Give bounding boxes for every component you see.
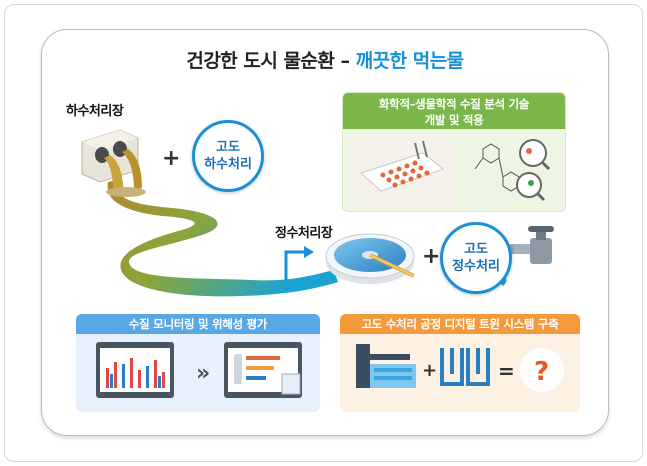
- title-part1: 건강한 도시 물순환 –: [186, 50, 356, 72]
- clarifier-tank-icon: [325, 233, 415, 284]
- title-part2: 깨끗한 먹는물: [355, 50, 465, 72]
- circle-line1: 고도: [216, 140, 240, 155]
- report-monitor-icon: [224, 342, 302, 398]
- magnifier-icon: [516, 139, 551, 202]
- plus-sign: +: [422, 360, 437, 381]
- panel-header-line2: 개발 및 적용: [424, 113, 484, 127]
- monitoring-illustration: »: [96, 342, 302, 398]
- chem-bio-analysis-panel: 화학적–생물학적 수질 분석 기술 개발 및 적용: [342, 92, 566, 212]
- flow-arrow: [284, 250, 304, 280]
- illustration: [81, 129, 554, 297]
- monitoring-panel: 수질 모니터링 및 위해성 평가 »: [76, 314, 320, 412]
- question-circle: [520, 348, 564, 392]
- panel-header: 수질 모니터링 및 위해성 평가: [76, 314, 320, 334]
- panel-header: 화학적–생물학적 수질 분석 기술 개발 및 적용: [343, 93, 565, 129]
- circle-line2: 정수처리: [452, 259, 500, 274]
- sewage-plant-label: 하수처리장: [66, 104, 124, 119]
- diagram-card: 건강한 도시 물순환 – 깨끗한 먹는물: [41, 29, 609, 436]
- plus-sign: +: [162, 146, 181, 171]
- chevrons-icon: »: [196, 361, 210, 386]
- digital-twin-illustration: + = ?: [356, 344, 564, 392]
- circle-line1: 고도: [464, 242, 488, 257]
- panel-header: 고도 수처리 공정 디지털 트윈 시스템 구축: [340, 314, 580, 334]
- advanced-sewage-circle: 고도 하수처리: [192, 120, 264, 192]
- sewage-outlet-icon: [81, 129, 146, 197]
- water-plant-label: 정수처리장: [275, 226, 333, 241]
- panel-header-line1: 화학적–생물학적 수질 분석 기술: [378, 97, 530, 111]
- treatment-process-icon: [356, 344, 416, 388]
- page-title: 건강한 도시 물순환 – 깨끗한 먹는물: [42, 46, 608, 73]
- filter-tank-icon: [440, 348, 490, 386]
- river: [107, 180, 338, 297]
- bar-chart-monitor-icon: [96, 342, 174, 398]
- equals-sign: =: [498, 359, 515, 383]
- plus-sign: +: [422, 244, 441, 269]
- question-mark: ?: [534, 357, 549, 387]
- circle-line2: 하수처리: [204, 157, 252, 172]
- lab-illustration: [353, 137, 551, 205]
- digital-twin-panel: 고도 수처리 공정 디지털 트윈 시스템 구축 + = ?: [340, 314, 580, 412]
- advanced-water-circle: 고도 정수처리: [440, 222, 512, 294]
- molecule-icon: [474, 143, 520, 192]
- sample-plate-icon: [360, 140, 445, 192]
